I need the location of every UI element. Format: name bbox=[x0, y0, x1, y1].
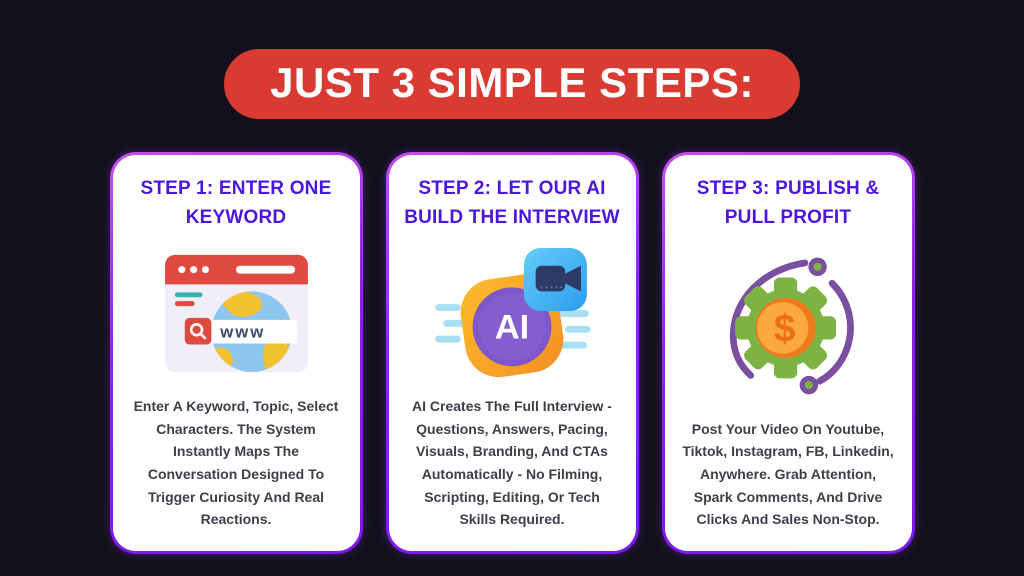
step2-title: STEP 2: LET OUR AI BUILD THE INTERVIEW bbox=[404, 178, 620, 228]
gear-dollar-icon: $ bbox=[708, 232, 868, 418]
dollar-label: $ bbox=[774, 307, 796, 350]
step3-description: Post Your Video On Youtube, Tiktok, Inst… bbox=[682, 420, 894, 528]
ai-video-icon: AI bbox=[431, 232, 594, 395]
step3-title: STEP 3: PUBLISH & PULL PROFIT bbox=[696, 178, 880, 228]
cycle-arcs bbox=[729, 259, 854, 385]
headline-pill: JUST 3 SIMPLE STEPS: bbox=[224, 49, 800, 119]
steps-section: JUST 3 SIMPLE STEPS: STEP 1: ENTER ONE K… bbox=[0, 49, 1024, 576]
step3-card: STEP 3: PUBLISH & PULL PROFIT bbox=[661, 152, 915, 554]
www-label: www bbox=[219, 323, 265, 342]
ai-label: AI bbox=[494, 309, 528, 347]
headline-text: JUST 3 SIMPLE STEPS: bbox=[270, 59, 754, 106]
step1-card: STEP 1: ENTER ONE KEYWORD bbox=[109, 152, 363, 554]
step1-title: STEP 1: ENTER ONE KEYWORD bbox=[140, 178, 332, 228]
browser-www-icon: www bbox=[155, 232, 318, 395]
step2-card: STEP 2: LET OUR AI BUILD THE INTERVIEW bbox=[385, 152, 639, 554]
step2-description: AI Creates The Full Interview - Question… bbox=[412, 397, 612, 528]
steps-cards-row: STEP 1: ENTER ONE KEYWORD bbox=[0, 152, 1024, 554]
video-camera-badge bbox=[523, 247, 587, 312]
step1-description: Enter A Keyword, Topic, Select Character… bbox=[133, 397, 339, 528]
